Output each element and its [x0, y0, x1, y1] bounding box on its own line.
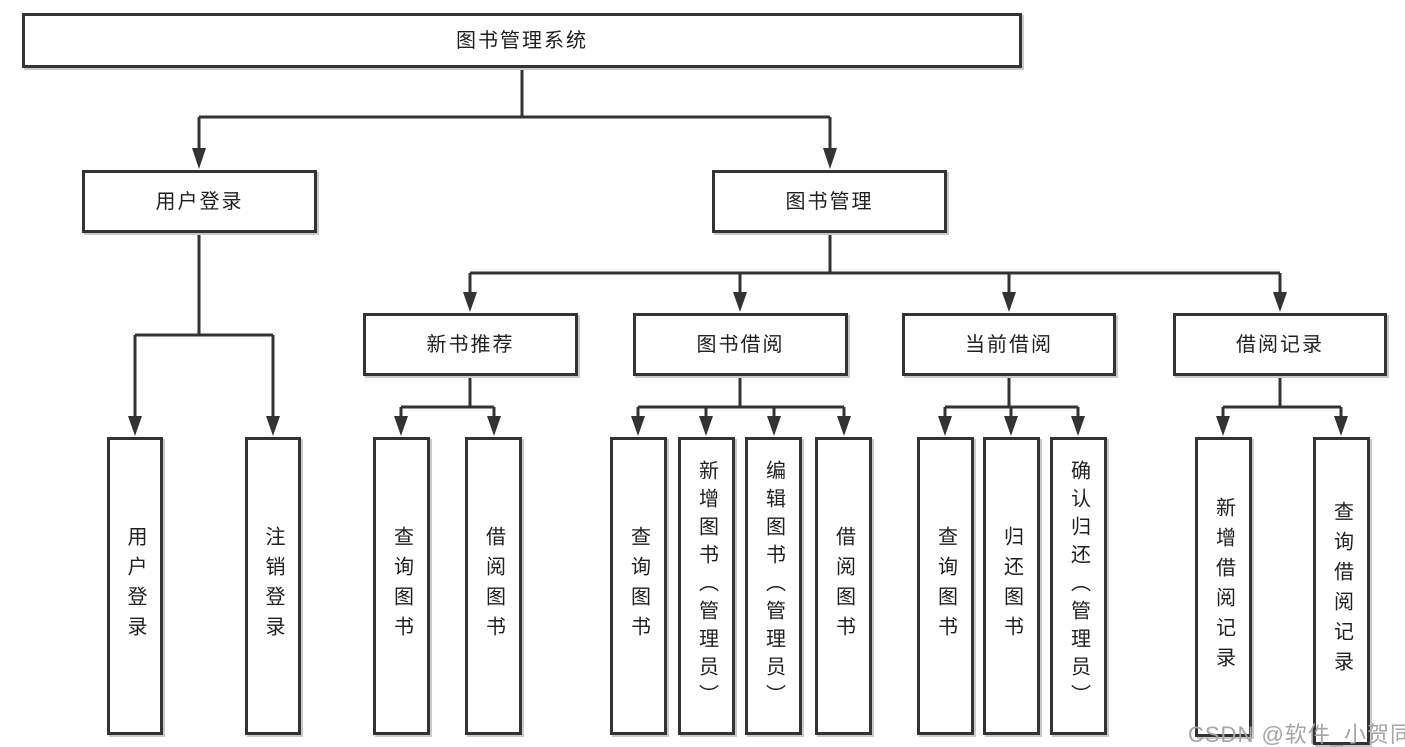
node-user-login-label: 用户登录	[155, 190, 244, 213]
arrowheads	[128, 148, 1348, 436]
leaf-user-login: 用户登录	[107, 437, 163, 735]
leaf-borrow-books-recommend: 借阅图书	[465, 437, 522, 735]
leaf-query-books-current: 查询图书	[917, 437, 974, 735]
node-user-login: 用户登录	[82, 170, 317, 233]
leaf-borrow-books-borrowing: 借阅图书	[815, 437, 872, 735]
node-current-borrowing-label: 当前借阅	[965, 333, 1053, 356]
node-book-borrowing-label: 图书借阅	[696, 333, 785, 356]
leaf-add-book-admin-label: 新增图书（管理员）	[695, 460, 718, 712]
node-borrow-records: 借阅记录	[1173, 313, 1387, 376]
leaf-add-book-admin: 新增图书（管理员）	[678, 437, 735, 735]
leaf-edit-book-admin: 编辑图书（管理员）	[745, 437, 802, 735]
leaf-user-login-label: 用户登录	[124, 526, 146, 646]
leaf-edit-book-admin-label: 编辑图书（管理员）	[762, 460, 785, 712]
leaf-confirm-return-admin: 确认归还（管理员）	[1050, 437, 1107, 735]
node-borrow-records-label: 借阅记录	[1236, 333, 1324, 356]
leaf-add-borrow-record: 新增借阅记录	[1195, 437, 1252, 737]
node-book-management-label: 图书管理	[785, 190, 874, 213]
leaf-query-books-borrowing: 查询图书	[610, 437, 667, 735]
watermark: CSDN @软件_小贺同学	[1188, 722, 1405, 747]
leaf-return-book: 归还图书	[983, 437, 1040, 735]
node-book-management: 图书管理	[712, 170, 947, 233]
leaf-borrow-books-borrowing-label: 借阅图书	[832, 526, 855, 646]
leaf-logout: 注销登录	[245, 437, 301, 735]
leaf-add-borrow-record-label: 新增借阅记录	[1212, 497, 1235, 677]
node-current-borrowing: 当前借阅	[902, 313, 1116, 376]
node-new-book-recommend-label: 新书推荐	[426, 333, 515, 356]
leaf-query-borrow-record-label: 查询借阅记录	[1330, 501, 1353, 681]
leaf-query-books-borrowing-label: 查询图书	[627, 526, 650, 646]
leaf-logout-label: 注销登录	[262, 526, 284, 646]
leaf-query-books-recommend: 查询图书	[373, 437, 430, 735]
leaf-confirm-return-admin-label: 确认归还（管理员）	[1067, 460, 1090, 712]
node-root-system: 图书管理系统	[22, 13, 1022, 68]
node-root-system-label: 图书管理系统	[456, 29, 588, 52]
node-new-book-recommend: 新书推荐	[363, 313, 578, 376]
leaf-return-book-label: 归还图书	[1000, 526, 1023, 646]
leaf-query-borrow-record: 查询借阅记录	[1313, 437, 1370, 745]
leaf-query-books-recommend-label: 查询图书	[390, 526, 413, 646]
node-book-borrowing: 图书借阅	[633, 313, 848, 376]
leaf-query-books-current-label: 查询图书	[934, 526, 957, 646]
leaf-borrow-books-recommend-label: 借阅图书	[482, 526, 505, 646]
